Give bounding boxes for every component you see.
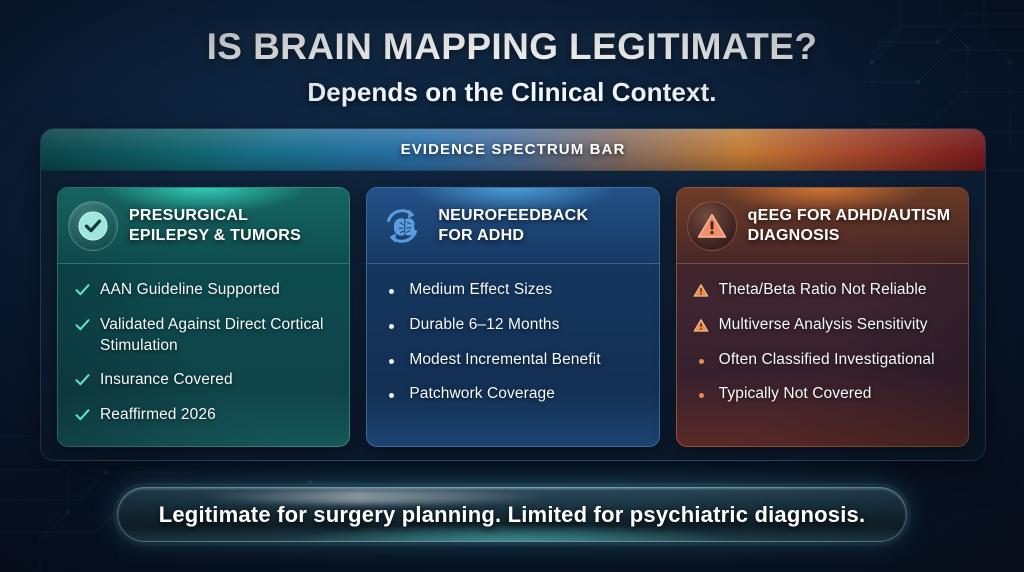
list-item-label: Often Classified Investigational <box>718 350 935 368</box>
bullet-dot-icon <box>383 315 400 329</box>
summary-banner-text: Legitimate for surgery planning. Limited… <box>158 501 866 527</box>
list-item: AAN Guideline Supported <box>74 280 335 301</box>
evidence-panel: EVIDENCE SPECTRUM BAR PRESURG <box>40 128 986 461</box>
page-subtitle: Depends on the Clinical Context. <box>307 77 717 107</box>
warning-triangle-icon <box>693 280 710 298</box>
check-icon <box>74 315 91 332</box>
card-bottom-glow <box>676 406 968 446</box>
card-title-line-2: DIAGNOSIS <box>747 226 840 244</box>
check-icon <box>74 405 91 422</box>
warning-triangle-icon <box>686 200 737 251</box>
list-item: Often Classified Investigational <box>693 350 954 371</box>
card-title-line-1: NEUROFEEDBACK <box>438 206 589 224</box>
bullet-dot-icon <box>383 280 400 294</box>
list-item: Typically Not Covered <box>693 384 954 405</box>
card-header: qEEG FOR ADHD/AUTISM DIAGNOSIS <box>676 188 968 264</box>
bullet-dot-icon <box>383 384 400 399</box>
card-title-line-1: qEEG FOR ADHD/AUTISM <box>747 206 951 224</box>
list-item: Insurance Covered <box>74 370 335 391</box>
list-item-label: Validated Against Direct Cortical Stimul… <box>100 315 324 354</box>
card-body: Medium Effect Sizes Durable 6–12 Months … <box>367 264 658 405</box>
list-item: Patchwork Coverage <box>383 384 644 405</box>
list-item-label: Reaffirmed 2026 <box>100 406 216 424</box>
evidence-card-neurofeedback[interactable]: NEUROFEEDBACK FOR ADHD Medium Effect Siz… <box>366 187 660 447</box>
card-title-line-2: EPILEPSY & TUMORS <box>129 226 301 244</box>
card-title: NEUROFEEDBACK FOR ADHD <box>438 206 588 245</box>
card-bottom-glow <box>367 406 659 446</box>
list-item-label: Typically Not Covered <box>718 385 872 403</box>
bullet-dot-icon <box>383 350 400 364</box>
list-item-label: Theta/Beta Ratio Not Reliable <box>718 281 927 298</box>
card-body: Theta/Beta Ratio Not Reliable Multiverse… <box>677 264 968 405</box>
list-item-label: Medium Effect Sizes <box>409 281 553 298</box>
list-item-label: Durable 6–12 Months <box>409 315 560 333</box>
card-title: PRESURGICAL EPILEPSY & TUMORS <box>129 206 301 245</box>
list-item-label: Multiverse Analysis Sensitivity <box>718 315 928 333</box>
page-title: IS BRAIN MAPPING LEGITIMATE? <box>206 26 818 67</box>
evidence-spectrum-bar: EVIDENCE SPECTRUM BAR <box>41 129 985 171</box>
evidence-card-presurgical[interactable]: PRESURGICAL EPILEPSY & TUMORS AAN Guidel… <box>57 187 351 447</box>
page-header: IS BRAIN MAPPING LEGITIMATE? Depends on … <box>0 26 1024 108</box>
list-item: Durable 6–12 Months <box>383 315 644 336</box>
card-title: qEEG FOR ADHD/AUTISM DIAGNOSIS <box>748 206 951 245</box>
list-item-label: Insurance Covered <box>100 371 233 389</box>
bullet-dot-icon <box>693 384 710 399</box>
list-item-label: AAN Guideline Supported <box>100 281 280 298</box>
spectrum-bar-label: EVIDENCE SPECTRUM BAR <box>400 141 626 158</box>
card-header: NEUROFEEDBACK FOR ADHD <box>367 188 659 264</box>
evidence-card-qeeg[interactable]: qEEG FOR ADHD/AUTISM DIAGNOSIS Theta/Bet… <box>675 187 969 447</box>
warning-triangle-icon <box>693 315 710 333</box>
evidence-card-list: PRESURGICAL EPILEPSY & TUMORS AAN Guidel… <box>41 171 985 460</box>
list-item: Validated Against Direct Cortical Stimul… <box>74 315 335 357</box>
card-body: AAN Guideline Supported Validated Agains… <box>58 264 349 426</box>
card-title-line-1: PRESURGICAL <box>129 206 249 224</box>
bullet-dot-icon <box>693 350 710 364</box>
list-item: Theta/Beta Ratio Not Reliable <box>693 280 954 301</box>
list-item: Reaffirmed 2026 <box>74 405 335 426</box>
check-circle-icon <box>68 200 118 251</box>
check-icon <box>74 280 91 297</box>
list-item: Multiverse Analysis Sensitivity <box>693 315 954 336</box>
list-item-label: Patchwork Coverage <box>409 385 556 403</box>
list-item: Medium Effect Sizes <box>383 280 644 301</box>
summary-banner: Legitimate for surgery planning. Limited… <box>117 487 907 542</box>
list-item: Modest Incremental Benefit <box>383 350 644 371</box>
check-icon <box>74 370 91 387</box>
card-header: PRESURGICAL EPILEPSY & TUMORS <box>58 188 350 264</box>
list-item-label: Modest Incremental Benefit <box>409 350 601 368</box>
card-title-line-2: FOR ADHD <box>438 226 525 244</box>
brain-refresh-icon <box>377 201 427 251</box>
